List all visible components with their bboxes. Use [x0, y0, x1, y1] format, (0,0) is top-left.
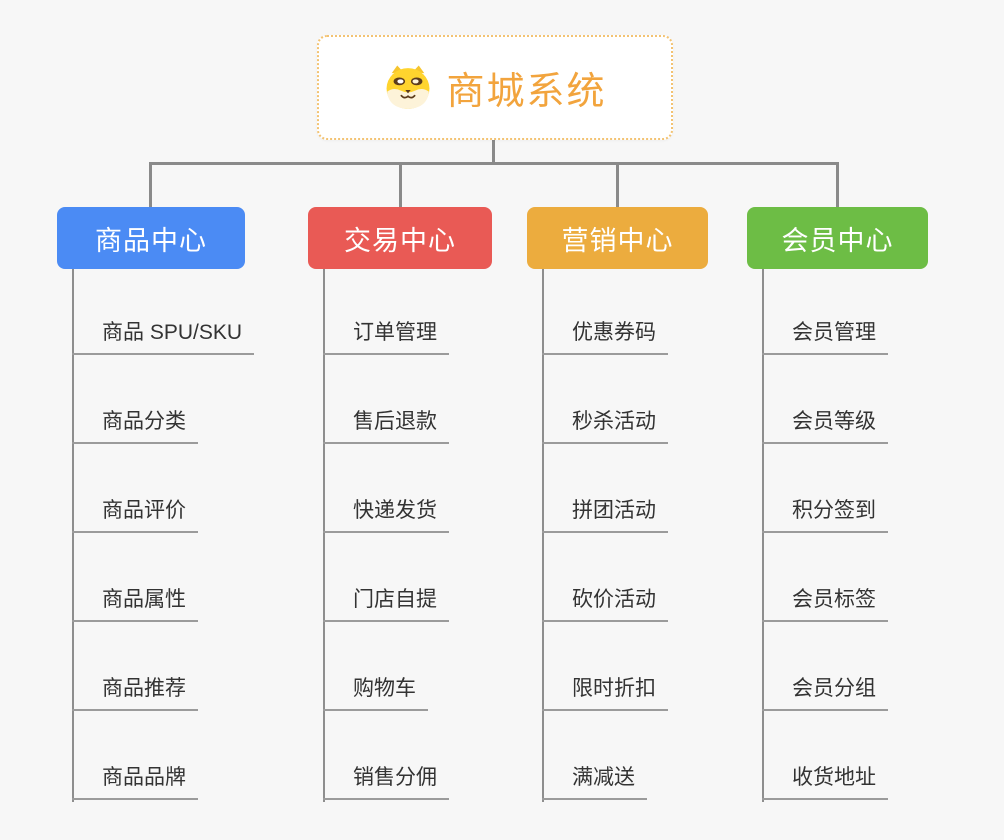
branch-spine	[542, 269, 544, 802]
branch-node-member-center[interactable]: 会员中心	[747, 207, 928, 269]
connector-branch-stub	[399, 162, 402, 207]
connector-root-stub	[492, 140, 495, 165]
mindmap-leaf[interactable]: 商品属性	[72, 582, 198, 622]
branch-label: 会员中心	[781, 225, 894, 256]
branch-label: 商品中心	[95, 225, 207, 256]
branch-node-marketing-center[interactable]: 营销中心	[527, 207, 708, 269]
root-label: 商城系统	[446, 71, 607, 113]
mindmap-leaf[interactable]: 限时折扣	[542, 671, 668, 711]
mindmap-leaf[interactable]: 会员管理	[762, 315, 888, 355]
mindmap-leaf[interactable]: 订单管理	[323, 315, 449, 355]
mindmap-leaf[interactable]: 商品分类	[72, 404, 198, 444]
branch-node-trade-center[interactable]: 交易中心	[308, 207, 492, 269]
mindmap-leaf[interactable]: 积分签到	[762, 493, 888, 533]
branch-node-product-center[interactable]: 商品中心	[57, 207, 245, 269]
mindmap-leaf[interactable]: 会员分组	[762, 671, 888, 711]
mindmap-leaf[interactable]: 商品品牌	[72, 760, 198, 800]
shiba-dog-icon	[387, 65, 430, 109]
branch-spine	[72, 269, 74, 802]
branch-spine	[762, 269, 764, 802]
mindmap-leaf[interactable]: 会员等级	[762, 404, 888, 444]
mindmap-leaf[interactable]: 购物车	[323, 671, 428, 711]
mindmap-leaf[interactable]: 商品推荐	[72, 671, 198, 711]
mindmap-leaf[interactable]: 门店自提	[323, 582, 449, 622]
connector-branch-stub	[149, 162, 152, 207]
mindmap-leaf[interactable]: 满减送	[542, 760, 647, 800]
mindmap-leaf[interactable]: 会员标签	[762, 582, 888, 622]
mindmap-leaf[interactable]: 售后退款	[323, 404, 449, 444]
mindmap-leaf[interactable]: 快递发货	[323, 493, 449, 533]
connector-branch-stub	[616, 162, 619, 207]
branch-label: 交易中心	[344, 225, 456, 256]
branch-label: 营销中心	[561, 225, 674, 256]
mindmap-leaf[interactable]: 商品评价	[72, 493, 198, 533]
mindmap-leaf[interactable]: 优惠券码	[542, 315, 668, 355]
branch-spine	[323, 269, 325, 802]
mindmap-leaf[interactable]: 收货地址	[762, 760, 888, 800]
mindmap-leaf[interactable]: 销售分佣	[323, 760, 449, 800]
mindmap-leaf[interactable]: 商品 SPU/SKU	[72, 315, 255, 355]
root-node[interactable]: 商城系统	[317, 35, 673, 140]
mindmap-leaf[interactable]: 拼团活动	[542, 493, 668, 533]
mindmap-leaf[interactable]: 秒杀活动	[542, 404, 668, 444]
connector-top-bar	[149, 162, 838, 165]
mindmap-leaf[interactable]: 砍价活动	[542, 582, 668, 622]
connector-branch-stub	[836, 162, 839, 207]
